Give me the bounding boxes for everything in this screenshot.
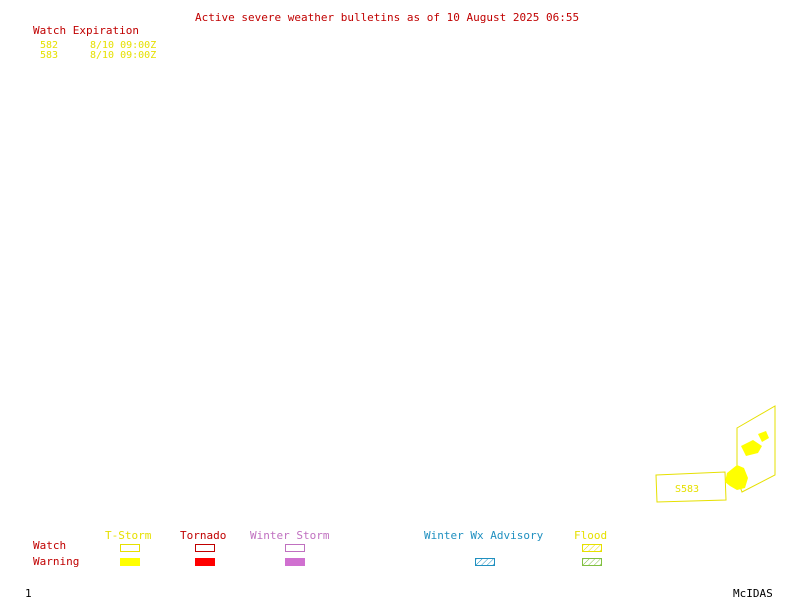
watch-expiration-heading: Watch Expiration xyxy=(33,24,139,37)
legend-warning-row-label: Warning xyxy=(33,555,80,568)
watch-number: 583 xyxy=(40,50,59,61)
page-number: 1 xyxy=(25,587,32,600)
watch-583-outline xyxy=(655,471,727,503)
legend-tstorm-heading: T-Storm xyxy=(105,529,152,542)
winter-storm-watch-swatch xyxy=(285,544,305,552)
tstorm-watch-swatch xyxy=(120,544,140,552)
legend-watch-row-label: Watch xyxy=(33,539,67,552)
tstorm-warning-polygon xyxy=(758,431,769,442)
winter-advisory-swatch xyxy=(475,558,495,566)
legend-tornado-heading: Tornado xyxy=(180,529,227,542)
tstorm-warning-swatch xyxy=(120,558,140,566)
tornado-warning-swatch xyxy=(195,558,215,566)
legend-winter-advisory-heading: Winter Wx Advisory xyxy=(424,529,544,542)
tstorm-warning-polygon xyxy=(741,440,762,456)
list-item: 583 8/10 09:00Z xyxy=(40,51,156,61)
legend-winter-storm-heading: Winter Storm xyxy=(250,529,330,542)
tornado-watch-swatch xyxy=(195,544,215,552)
watch-expiration-list: 582 8/10 09:00Z 583 8/10 09:00Z xyxy=(40,41,156,61)
watch-expires: 8/10 09:00Z xyxy=(90,50,157,61)
tstorm-warning-polygon xyxy=(725,465,748,490)
flood-watch-swatch xyxy=(582,544,602,552)
page-title: Active severe weather bulletins as of 10… xyxy=(195,11,580,24)
watch-number: 582 xyxy=(40,40,59,51)
legend-flood-heading: Flood xyxy=(574,529,608,542)
watch-box-label: S583 xyxy=(675,484,699,495)
winter-storm-warning-swatch xyxy=(285,558,305,566)
watch-expires: 8/10 09:00Z xyxy=(90,40,157,51)
brand-label: McIDAS xyxy=(733,587,773,600)
flood-warning-swatch xyxy=(582,558,602,566)
list-item: 582 8/10 09:00Z xyxy=(40,41,156,51)
